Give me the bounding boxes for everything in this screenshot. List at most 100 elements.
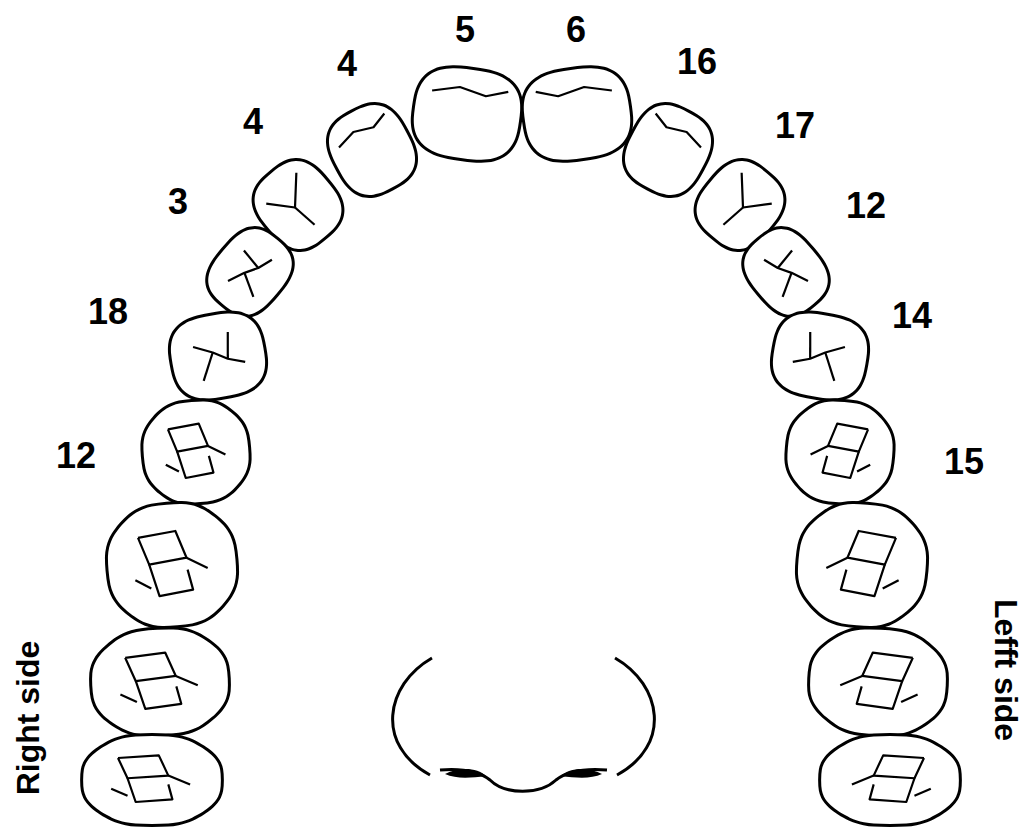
tooth-fissure	[847, 530, 896, 565]
side-label: Right side	[12, 641, 44, 796]
tooth-fissure	[166, 464, 179, 473]
tooth-fissure	[295, 205, 315, 227]
tooth-outline	[102, 497, 243, 632]
tooth-fissure	[125, 652, 176, 682]
tooth-crown	[731, 216, 842, 329]
tooth-fissure	[177, 449, 214, 479]
tooth-fissure	[857, 464, 870, 473]
tooth-fissure	[811, 444, 828, 455]
tooth-fissure	[120, 694, 136, 703]
tooth-fissure	[236, 273, 261, 297]
tooth-fissure	[840, 675, 862, 687]
callout-number: 17	[775, 108, 815, 144]
tooth-fissure	[914, 789, 930, 796]
tooth-fissure	[901, 694, 917, 703]
tooth-fissure	[176, 675, 198, 687]
tooth-fissure	[241, 250, 261, 267]
tooth-fissure	[822, 449, 859, 479]
callout-number: 6	[566, 12, 586, 48]
tooth-outline	[517, 61, 637, 167]
tooth-fissure	[793, 339, 845, 371]
tooth-fissure	[775, 273, 800, 297]
tooth-fissure	[806, 332, 815, 359]
tooth-fissure	[136, 679, 182, 709]
tooth-crown	[792, 497, 933, 632]
callout-number: 15	[944, 444, 984, 480]
tooth-fissure	[826, 556, 847, 570]
tooth-fissure	[852, 776, 874, 785]
tooth-fissure	[138, 530, 187, 565]
tooth-crown	[806, 625, 950, 740]
nose-right-wing	[615, 658, 654, 775]
tooth-crown	[766, 306, 875, 406]
tooth-outline	[164, 306, 273, 406]
tooth-fissure	[149, 561, 193, 597]
tooth-fissure	[199, 352, 217, 380]
tooth-fissure	[841, 561, 885, 597]
callout-number: 5	[455, 12, 475, 48]
nose-base	[440, 769, 607, 791]
callout-number: 14	[892, 298, 932, 334]
nose-symbol	[393, 658, 655, 791]
tooth-fissure	[725, 173, 774, 220]
tooth-outline	[782, 396, 898, 508]
tooth-fissure	[263, 173, 312, 220]
tooth-fissure	[187, 556, 208, 570]
tooth-fissure	[874, 755, 924, 778]
tooth-crown	[407, 61, 527, 167]
tooth-crown	[195, 216, 306, 329]
tooth-fissure	[168, 776, 190, 785]
tooth-crown	[82, 734, 223, 825]
tooth-fissure	[862, 652, 913, 682]
tooth-crown	[782, 396, 898, 508]
nose-left-wing	[393, 658, 432, 775]
tooth-fissure	[821, 352, 839, 380]
tooth-fissure	[111, 789, 127, 796]
callout-number: 3	[168, 184, 188, 220]
tooth-outline	[820, 734, 961, 825]
tooth-outline	[82, 734, 223, 825]
callout-number: 4	[337, 46, 357, 82]
side-label: Lefft side	[990, 599, 1022, 741]
tooth-fissure	[857, 679, 903, 709]
tooth-outline	[195, 216, 306, 329]
tooth-outline	[792, 497, 933, 632]
tooth-crown	[820, 734, 961, 825]
nostril	[445, 769, 486, 778]
tooth-outline	[766, 306, 875, 406]
callout-number: 12	[56, 438, 96, 474]
tooth-fissure	[128, 778, 173, 802]
tooth-crown	[164, 306, 273, 406]
tooth-fissure	[208, 444, 225, 455]
tooth-fissure	[135, 579, 151, 590]
tooth-fissure	[168, 423, 209, 452]
tooth-fissure	[223, 332, 232, 359]
tooth-fissure	[723, 205, 743, 227]
tooth-fissure	[652, 114, 706, 148]
tooth-fissure	[536, 81, 612, 101]
tooth-fissure	[883, 579, 899, 590]
tooth-outline	[806, 625, 950, 740]
callout-number: 4	[243, 104, 263, 140]
callout-number: 18	[88, 294, 128, 330]
tooth-fissure	[335, 114, 389, 148]
tooth-fissure	[432, 81, 508, 101]
callout-number: 12	[846, 188, 886, 224]
tooth-fissure	[870, 778, 915, 802]
nostril	[561, 769, 602, 778]
tooth-crown	[88, 625, 232, 740]
tooth-outline	[407, 61, 527, 167]
tooth-fissure	[775, 250, 795, 267]
tooth-crown	[138, 396, 254, 508]
tooth-outline	[138, 396, 254, 508]
callout-number: 16	[677, 44, 717, 80]
tooth-crown	[517, 61, 637, 167]
tooth-fissure	[118, 755, 168, 778]
tooth-crown	[102, 497, 243, 632]
tooth-outline	[88, 625, 232, 740]
tooth-fissure	[828, 423, 869, 452]
tooth-fissure	[193, 339, 245, 371]
tooth-outline	[731, 216, 842, 329]
